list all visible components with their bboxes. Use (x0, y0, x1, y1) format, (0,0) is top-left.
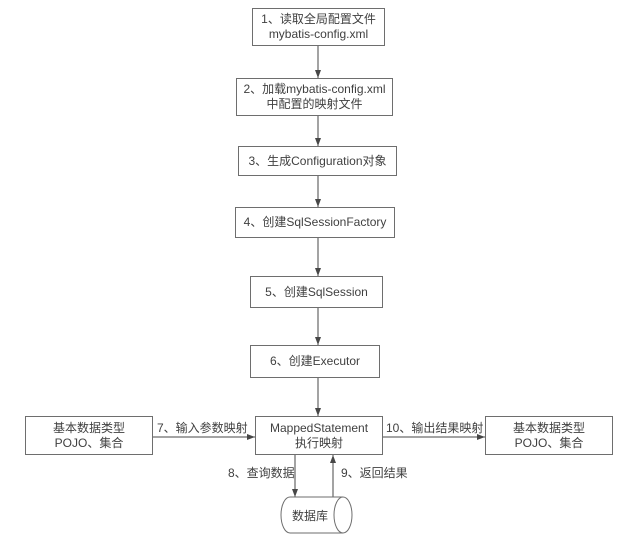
flow-node-step1: 1、读取全局配置文件 mybatis-config.xml (252, 8, 385, 46)
flow-node-step6-line1: 6、创建Executor (269, 354, 361, 368)
flow-node-step5-line1: 5、创建SqlSession (265, 284, 368, 299)
flow-node-step1-line1: 1、读取全局配置文件 (261, 12, 376, 26)
flow-node-step3-line1: 3、生成Configuration对象 (248, 153, 387, 168)
flow-node-mappedstatement-line2: 执行映射 (294, 435, 343, 450)
flow-node-step2-line1: 2、加载mybatis-config.xml (243, 82, 386, 96)
flow-node-result-output-line1: 基本数据类型 (512, 420, 585, 435)
edge-label-input-mapping: 7、输入参数映射 (157, 421, 248, 435)
edge-label-return-result: 9、返回结果 (341, 466, 408, 480)
flow-node-step2: 2、加载mybatis-config.xml 中配置的映射文件 (236, 78, 393, 116)
flow-node-mappedstatement-line1: MappedStatement (269, 420, 369, 435)
flow-node-step2-line2: 中配置的映射文件 (266, 97, 363, 111)
flow-node-step1-line2: mybatis-config.xml (268, 27, 369, 41)
flow-node-step4-line1: 4、创建SqlSessionFactory (243, 215, 387, 229)
flow-node-step3: 3、生成Configuration对象 (238, 146, 397, 176)
flow-node-param-input: 基本数据类型 POJO、集合 (25, 416, 153, 455)
edge-label-output-mapping: 10、输出结果映射 (386, 421, 484, 435)
flow-node-result-output-line2: POJO、集合 (514, 435, 584, 450)
flow-node-step4: 4、创建SqlSessionFactory (235, 207, 395, 238)
flow-node-step6: 6、创建Executor (250, 345, 380, 378)
flow-node-param-input-line1: 基本数据类型 (52, 420, 125, 435)
flow-node-mappedstatement: MappedStatement 执行映射 (255, 416, 383, 455)
flow-node-result-output: 基本数据类型 POJO、集合 (485, 416, 613, 455)
flow-node-step5: 5、创建SqlSession (250, 276, 383, 308)
flow-node-param-input-line2: POJO、集合 (54, 435, 124, 450)
database-label: 数据库 (291, 508, 328, 523)
edge-label-query-data: 8、查询数据 (228, 466, 295, 480)
